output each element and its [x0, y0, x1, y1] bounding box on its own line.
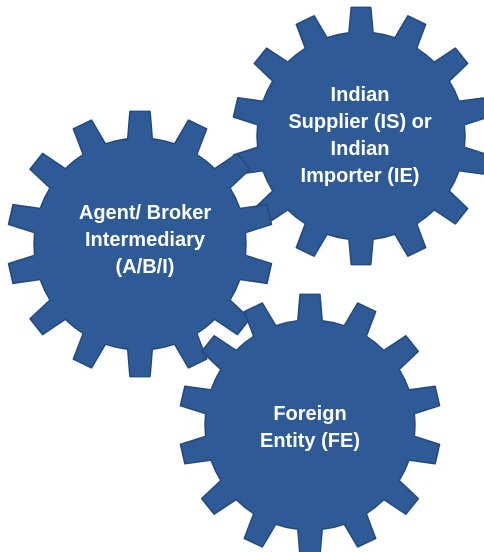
label-foreign-entity: Foreign Entity (FE) — [220, 396, 400, 460]
gear-foreign-entity — [179, 293, 441, 552]
label-line: Entity (FE) — [260, 430, 360, 452]
label-line: Agent/ Broker — [78, 201, 212, 224]
label-line: Supplier (IS) or — [288, 111, 432, 133]
label-line: Intermediary — [84, 228, 206, 251]
label-indian-supplier-importer: Indian Supplier (IS) or Indian Importer … — [260, 68, 460, 204]
label-line: (A/B/I) — [115, 255, 175, 278]
label-line: Indian — [330, 84, 390, 106]
label-line: Importer (IE) — [300, 165, 420, 187]
gear-agent-broker-intermediary — [7, 110, 273, 378]
gear-indian-supplier-importer — [232, 6, 484, 266]
label-line: Foreign — [273, 403, 347, 425]
label-line: Indian — [330, 138, 390, 160]
label-agent-broker-intermediary: Agent/ Broker Intermediary (A/B/I) — [45, 192, 245, 288]
